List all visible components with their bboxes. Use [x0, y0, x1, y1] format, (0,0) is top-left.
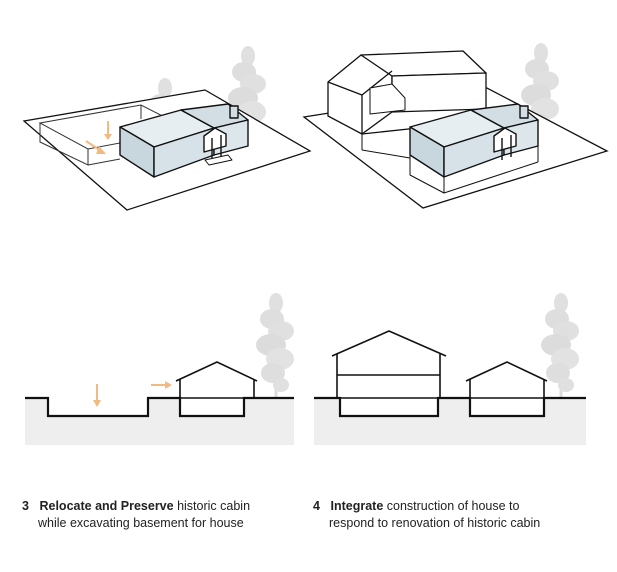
- ground-line: [25, 396, 294, 418]
- axon-integrate-panel: [302, 43, 609, 209]
- house-section: [331, 330, 447, 399]
- tree-icon: [256, 293, 294, 405]
- tree-icon: [541, 293, 579, 405]
- ground-fill: [314, 398, 586, 445]
- step-text-line2: respond to renovation of historic cabin: [329, 516, 541, 530]
- step-number: 4: [313, 499, 320, 513]
- step-text: construction of house to: [383, 499, 520, 513]
- step-lead: Integrate: [330, 499, 384, 513]
- axon-relocate-panel: [22, 46, 312, 211]
- historic-cabin: [119, 103, 249, 178]
- new-house: [327, 50, 487, 159]
- ground-fill: [25, 398, 294, 445]
- section-relocate-panel: [25, 293, 294, 445]
- section-integrate-panel: [314, 293, 586, 445]
- step-text-line2: while excavating basement for house: [38, 516, 244, 530]
- step-lead: Relocate and Preserve: [39, 499, 174, 513]
- cabin-section: [465, 361, 548, 399]
- step-4-caption: 4 Integrate construction of house to res…: [313, 498, 540, 532]
- cabin-section: [175, 361, 258, 399]
- step-number: 3: [22, 499, 29, 513]
- step-text: historic cabin: [173, 499, 251, 513]
- ground-line: [314, 396, 586, 418]
- historic-cabin: [409, 103, 539, 194]
- step-3-caption: 3 Relocate and Preserve historic cabin w…: [22, 498, 250, 532]
